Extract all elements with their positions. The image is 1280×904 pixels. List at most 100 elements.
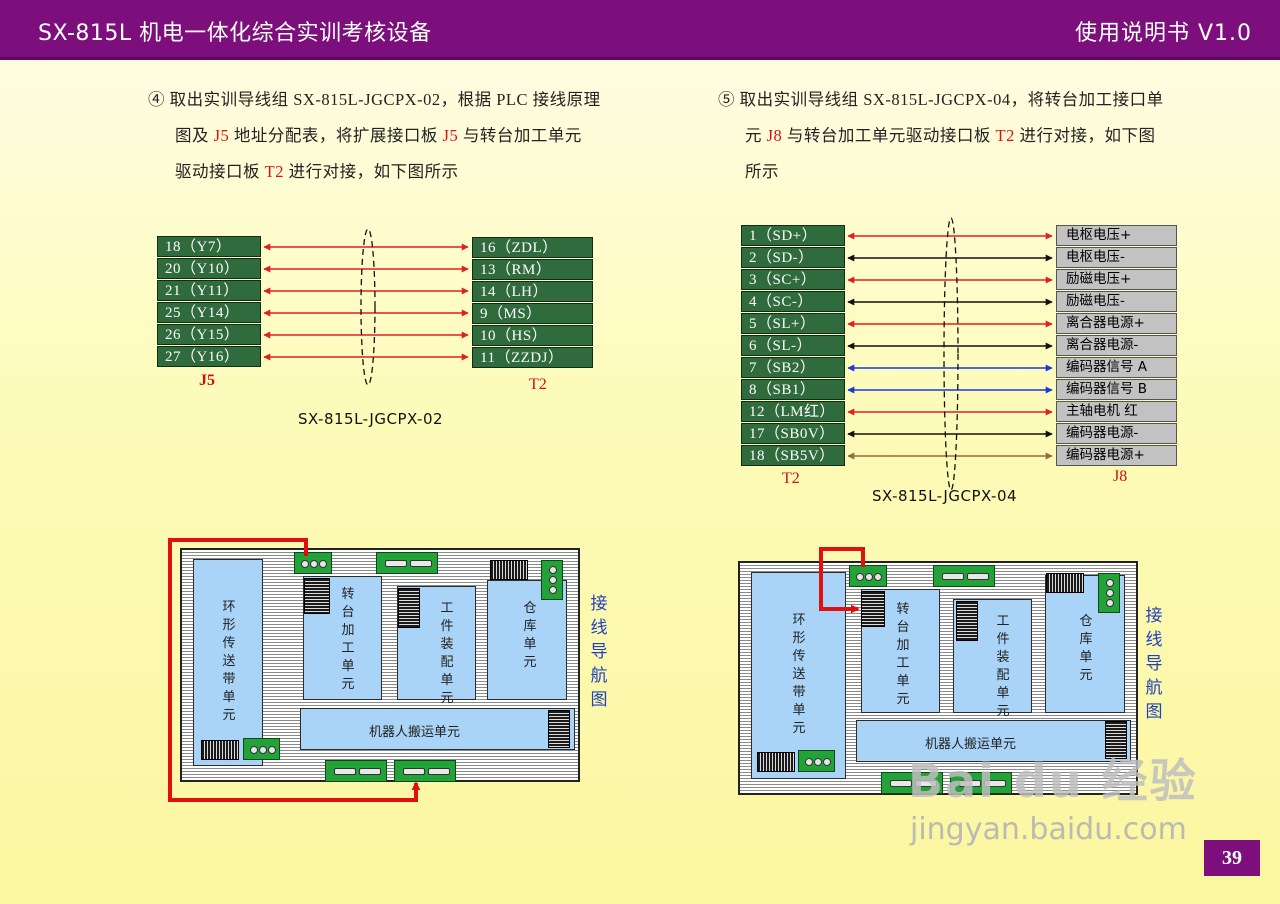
step4-line3: 驱动接口板 T2 进行对接，如下图所示 (175, 162, 459, 181)
j8-connector-label: J8 (1113, 468, 1128, 485)
terminal-block (490, 560, 528, 580)
warehouse-label: 仓库单元 (523, 600, 537, 669)
t2-pin: 17（SB0V） (741, 423, 845, 444)
j5-connector-label: J5 (199, 372, 215, 389)
header-bar: SX-815L 机电一体化综合实训考核设备 使用说明书 V1.0 (0, 0, 1280, 60)
nav-map-side-label-2: 接线导航图 (1145, 606, 1163, 721)
wiring-nav-map-1: 环形传送带单元 转台加工单元 工件装配单元 仓库单元 机器人搬运单元 (180, 548, 580, 782)
ring-conveyor-label: 环形传送带单元 (792, 612, 806, 735)
baidu-watermark-url: jingyan.baidu.com (910, 812, 1187, 847)
j8-signal: 编码器信号 B (1056, 379, 1177, 400)
warehouse-label: 仓库单元 (1079, 613, 1093, 682)
terminal-block (956, 601, 978, 641)
step5-marker: ⑤ (718, 90, 735, 109)
terminal-block (757, 752, 795, 772)
io-connector (243, 738, 280, 760)
j8-signal: 离合器电源- (1056, 335, 1177, 356)
nav-map-side-label-1: 接线导航图 (590, 594, 608, 709)
j8-signal: 电枢电压- (1056, 247, 1177, 268)
cable-bundle-ellipse-1 (360, 228, 376, 386)
t2-pin: 13（RM） (472, 259, 593, 280)
t2-pin: 7（SB2） (741, 357, 845, 378)
j8-signal: 离合器电源+ (1056, 313, 1177, 334)
j5-pin: 20（Y10） (157, 258, 261, 279)
ring-conveyor-unit: 环形传送带单元 (193, 559, 263, 766)
terminal-block (201, 740, 239, 760)
terminal-block (1046, 573, 1084, 593)
j8-signal: 编码器电源- (1056, 423, 1177, 444)
io-connector (798, 750, 835, 772)
j8-signal: 励磁电压- (1056, 291, 1177, 312)
j8-signal: 电枢电压+ (1056, 225, 1177, 246)
assembly-label: 工件装配单元 (440, 600, 454, 705)
dsub-connector (933, 565, 995, 587)
document-title: SX-815L 机电一体化综合实训考核设备 (38, 21, 432, 46)
cable-label-jgcpx-02: SX-815L-JGCPX-02 (298, 410, 444, 428)
t2-pin: 16（ZDL） (472, 237, 593, 258)
t2-pin: 9（MS） (472, 303, 593, 324)
t2-pin: 5（SL+） (741, 313, 845, 334)
step5-line3: 所示 (745, 162, 779, 181)
nav-route-1 (168, 538, 421, 802)
t2-connector-label-2: T2 (782, 470, 800, 487)
t2-pin: 4（SC-） (741, 291, 845, 312)
step4-line2: 图及 J5 地址分配表，将扩展接口板 J5 与转台加工单元 (175, 126, 582, 145)
dsub-connector (325, 760, 387, 782)
t2-terminal-block (861, 591, 885, 627)
step4-paragraph: ④ 取出实训导线组 SX-815L-JGCPX-02，根据 PLC 接线原理 图… (148, 82, 648, 190)
robot-transfer-unit: 机器人搬运单元 (856, 720, 1131, 762)
nav-route-2 (819, 547, 865, 614)
step5-paragraph: ⑤ 取出实训导线组 SX-815L-JGCPX-04，将转台加工接口单 元 J8… (718, 82, 1218, 190)
t2-connector-label: T2 (529, 376, 547, 393)
j5-connector (294, 552, 332, 574)
t2-pin: 14（LH） (472, 281, 593, 302)
assembly-label: 工件装配单元 (996, 613, 1010, 718)
cable-bundle-ellipse-2 (943, 217, 959, 491)
t2-connector (394, 760, 456, 782)
cable-label-jgcpx-04: SX-815L-JGCPX-04 (872, 487, 1018, 505)
wiring-nav-map-2: 环形传送带单元 转台加工单元 工件装配单元 仓库单元 机器人搬运单元 (738, 561, 1138, 795)
t2-pin: 18（SB5V） (741, 445, 845, 466)
terminal-block (304, 578, 330, 614)
step4-line1: ④ 取出实训导线组 SX-815L-JGCPX-02，根据 PLC 接线原理 (148, 90, 601, 109)
t2-pin: 11（ZZDJ） (472, 347, 593, 368)
io-connector (1098, 573, 1120, 613)
ring-conveyor-label: 环形传送带单元 (222, 599, 236, 722)
t2-pin: 1（SD+） (741, 225, 845, 246)
ring-conveyor-unit: 环形传送带单元 (751, 572, 846, 779)
manual-version: 使用说明书 V1.0 (1074, 21, 1252, 46)
dsub-connector (950, 772, 1012, 794)
j5-pin: 25（Y14） (157, 302, 261, 323)
turntable-label: 转台加工单元 (341, 586, 355, 691)
step4-marker: ④ (148, 90, 165, 109)
t2-pin: 3（SC+） (741, 269, 845, 290)
t2-pin: 8（SB1） (741, 379, 845, 400)
j8-signal: 励磁电压+ (1056, 269, 1177, 290)
robot-transfer-unit: 机器人搬运单元 (300, 708, 575, 750)
j8-connector (849, 565, 887, 587)
terminal-block (1105, 721, 1127, 759)
step5-line2: 元 J8 与转台加工单元驱动接口板 T2 进行对接，如下图 (745, 126, 1156, 145)
io-connector (541, 560, 563, 600)
t2-pin: 6（SL-） (741, 335, 845, 356)
step5-line1: ⑤ 取出实训导线组 SX-815L-JGCPX-04，将转台加工接口单 (718, 90, 1164, 109)
j5-pin: 26（Y15） (157, 324, 261, 345)
warehouse-unit: 仓库单元 (487, 580, 567, 700)
dsub-connector (376, 552, 438, 574)
j5-pin: 21（Y11） (157, 280, 261, 301)
j8-signal: 主轴电机 红 (1056, 401, 1177, 422)
j5-pin: 18（Y7） (157, 236, 261, 257)
turntable-label: 转台加工单元 (896, 601, 910, 706)
page-number: 39 (1204, 840, 1260, 876)
j8-signal: 编码器信号 A (1056, 357, 1177, 378)
turntable-unit: 转台加工单元 (861, 589, 940, 713)
t2-pin: 10（HS） (472, 325, 593, 346)
dsub-connector (881, 772, 943, 794)
j8-signal: 编码器电源+ (1056, 445, 1177, 466)
robot-transfer-label: 机器人搬运单元 (369, 724, 461, 739)
j5-pin: 27（Y16） (157, 346, 261, 367)
robot-transfer-label: 机器人搬运单元 (925, 736, 1017, 751)
terminal-block (398, 588, 420, 628)
